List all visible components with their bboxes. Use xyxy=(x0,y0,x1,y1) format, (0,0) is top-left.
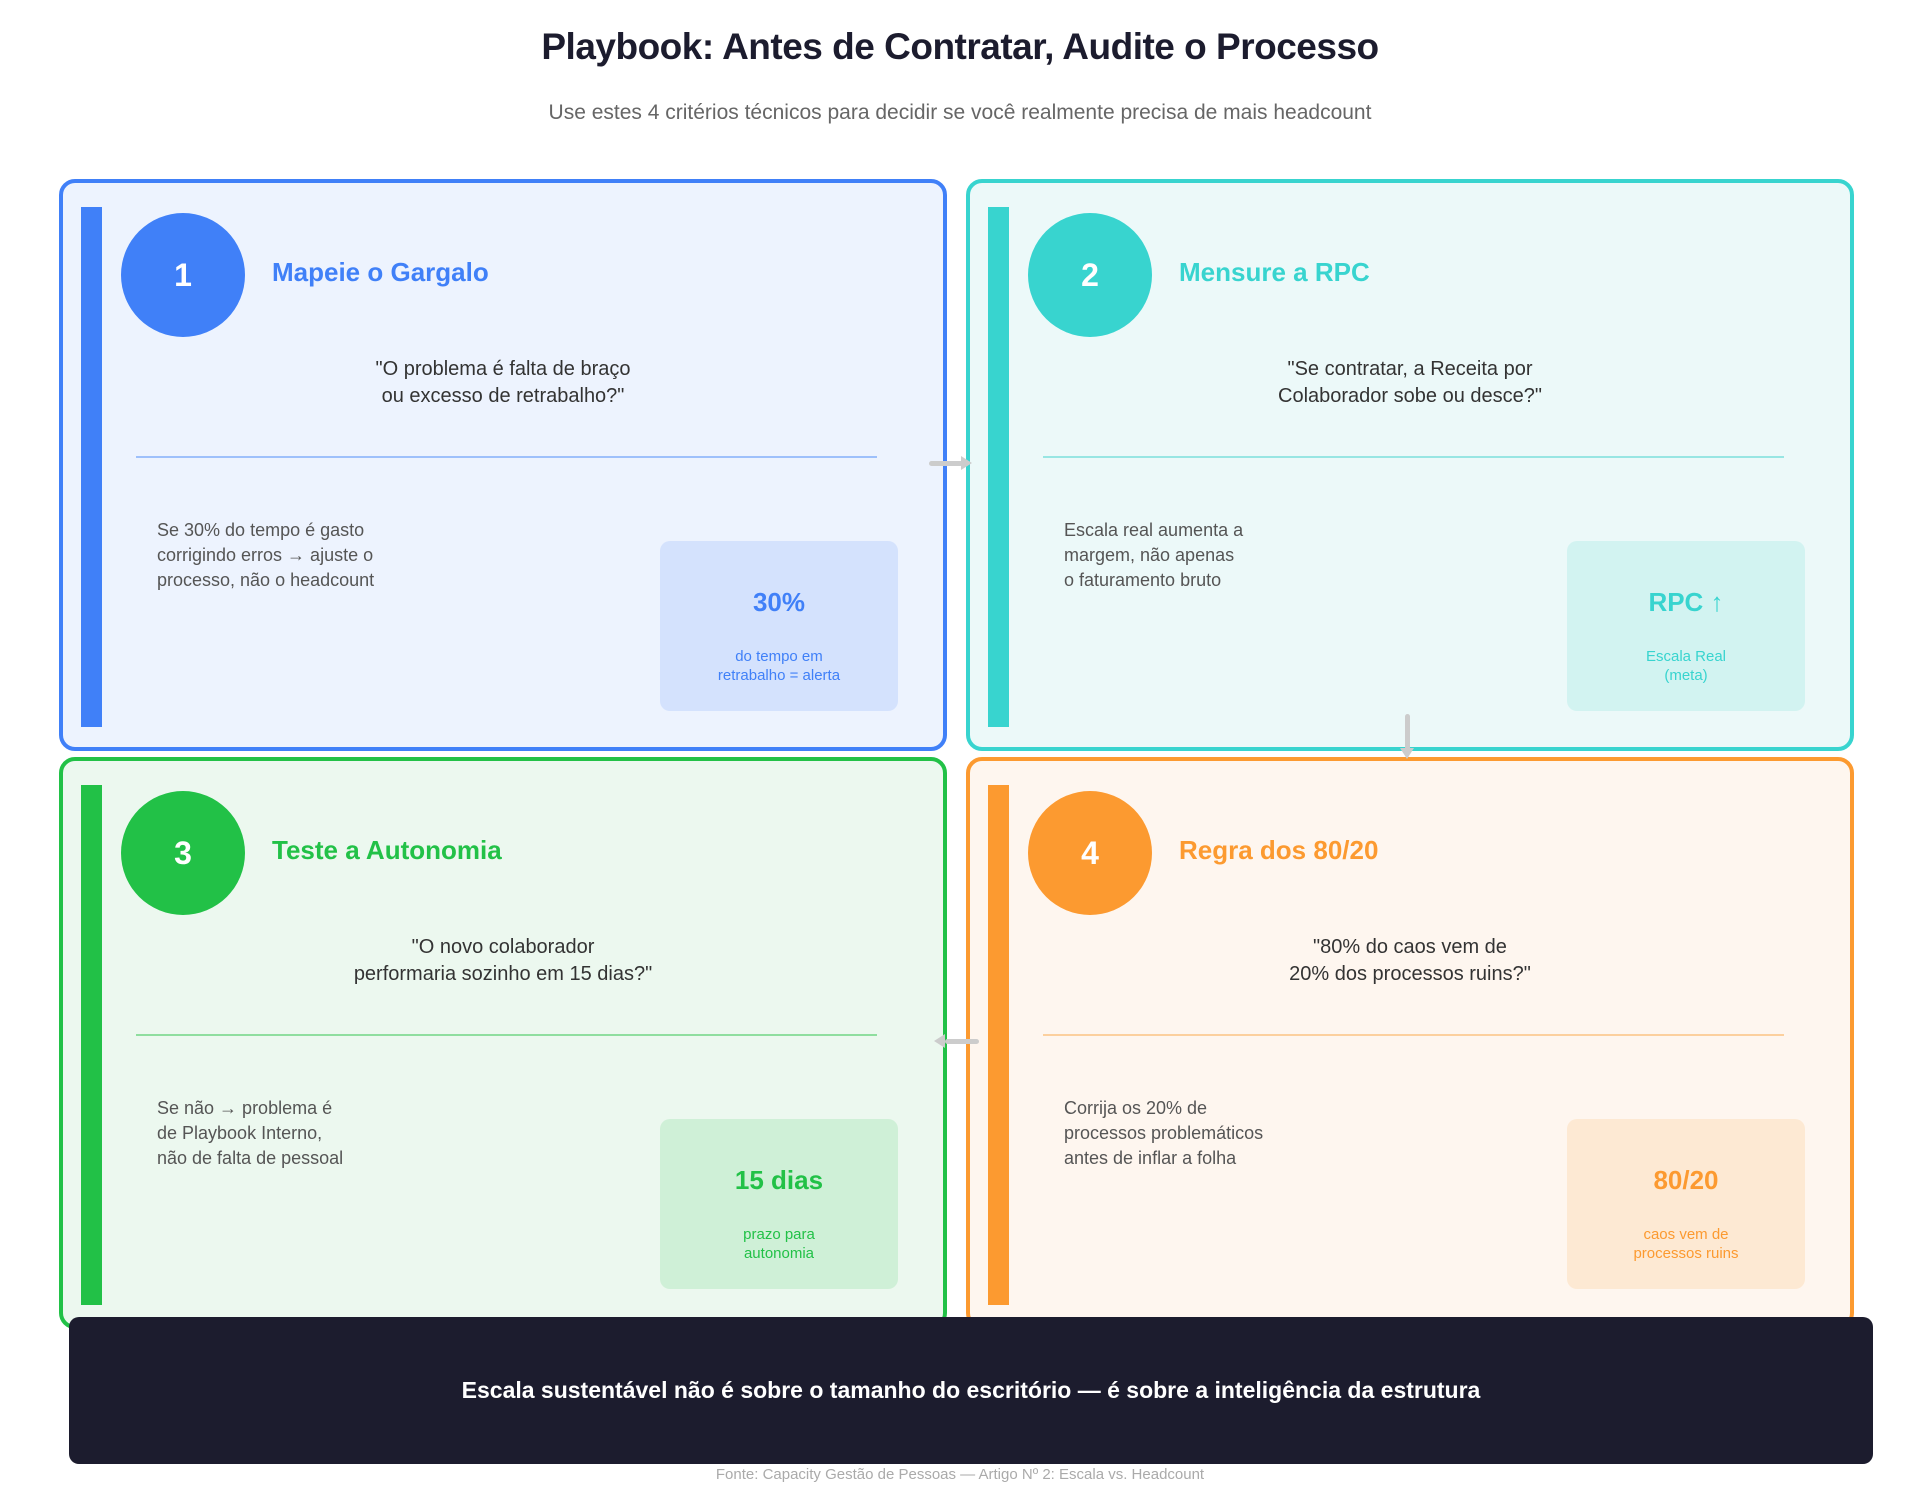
source-footer: Fonte: Capacity Gestão de Pessoas — Arti… xyxy=(715,1466,1205,1483)
criterion-card-4: 4 Regra dos 80/20 "80% do caos vem de 20… xyxy=(966,757,1854,1329)
stat-label: do tempo em retrabalho = alerta xyxy=(717,648,841,684)
stat-value: 15 dias xyxy=(734,1165,824,1195)
step-number-badge: 2 xyxy=(1028,213,1152,337)
stat-value: RPC ↑ xyxy=(1648,587,1724,617)
card-question: "Se contratar, a Receita por Colaborador… xyxy=(1278,358,1542,407)
card-title: Mapeie o Gargalo xyxy=(272,257,489,287)
divider xyxy=(136,456,877,458)
criterion-card-3: 3 Teste a Autonomia "O novo colaborador … xyxy=(59,757,947,1329)
criterion-card-1: 1 Mapeie o Gargalo "O problema é falta d… xyxy=(59,179,947,751)
stat-label: prazo para autonomia xyxy=(743,1226,815,1262)
card-title: Mensure a RPC xyxy=(1179,257,1370,287)
step-number-badge: 4 xyxy=(1028,791,1152,915)
card-question: "80% do caos vem de 20% dos processos ru… xyxy=(1289,936,1531,985)
stat-box: RPC ↑ Escala Real (meta) xyxy=(1567,541,1805,711)
card-body: Corrija os 20% de processos problemático… xyxy=(1064,1098,1264,1168)
stat-box: 30% do tempo em retrabalho = alerta xyxy=(660,541,898,711)
divider xyxy=(1043,1034,1784,1036)
stat-label: caos vem de processos ruins xyxy=(1633,1226,1739,1262)
card-title: Teste a Autonomia xyxy=(272,835,502,865)
card-question: "O novo colaborador performaria sozinho … xyxy=(353,936,653,985)
divider xyxy=(136,1034,877,1036)
card-body: Escala real aumenta a margem, não apenas… xyxy=(1064,520,1244,590)
stat-value: 30% xyxy=(752,587,806,617)
accent-bar xyxy=(988,207,1009,727)
card-question: "O problema é falta de braço ou excesso … xyxy=(375,358,631,407)
step-number-badge: 1 xyxy=(121,213,245,337)
page-title: Playbook: Antes de Contratar, Audite o P… xyxy=(541,26,1379,67)
divider xyxy=(1043,456,1784,458)
step-number-badge: 3 xyxy=(121,791,245,915)
stat-label: Escala Real (meta) xyxy=(1645,648,1727,684)
accent-bar xyxy=(81,207,102,727)
stat-value: 80/20 xyxy=(1653,1165,1719,1195)
conclusion-banner: Escala sustentável não é sobre o tamanho… xyxy=(69,1317,1873,1464)
criterion-card-2: 2 Mensure a RPC "Se contratar, a Receita… xyxy=(966,179,1854,751)
accent-bar xyxy=(81,785,102,1305)
stat-box: 80/20 caos vem de processos ruins xyxy=(1567,1119,1805,1289)
banner-text: Escala sustentável não é sobre o tamanho… xyxy=(461,1377,1481,1403)
stat-box: 15 dias prazo para autonomia xyxy=(660,1119,898,1289)
accent-bar xyxy=(988,785,1009,1305)
card-body: Se não → problema é de Playbook Interno,… xyxy=(157,1098,344,1168)
card-title: Regra dos 80/20 xyxy=(1179,835,1379,865)
page-subtitle: Use estes 4 critérios técnicos para deci… xyxy=(548,101,1372,124)
card-body: Se 30% do tempo é gasto corrigindo erros… xyxy=(157,520,375,590)
